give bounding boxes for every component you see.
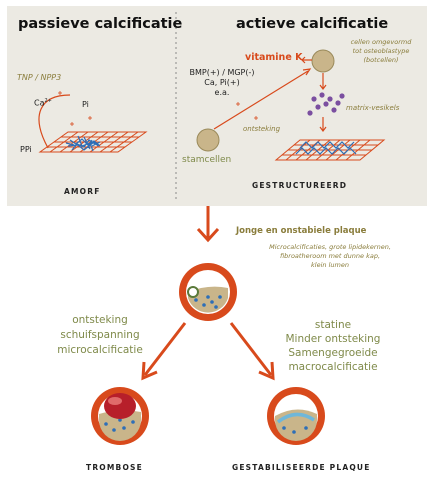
stabilised-plaque (267, 387, 325, 445)
plaque-desc-line-1: Microcalcificaties, grote lipidekernen, (269, 243, 391, 251)
vitamin-k-arrow (301, 56, 312, 64)
structured-crystals (295, 141, 357, 155)
central-arrow (196, 206, 220, 243)
plaque-description: Microcalcificaties, grote lipidekernen, … (240, 243, 420, 270)
branch-right-arrow (229, 322, 275, 381)
stem-cells-label: stamcellen (182, 155, 232, 165)
stem-cell (196, 128, 220, 152)
structured-grid (274, 139, 386, 161)
osteoblast-note-line-2: tot osteoblastype (352, 47, 410, 55)
osteoblast-note: cellen omgevormd tot osteoblastype (botc… (338, 38, 424, 65)
right-branch-factors: statine Minder ontsteking Samengegroeide… (268, 318, 398, 374)
factor-line-1: BMP(+) / MGP(-) (189, 68, 255, 77)
left-branch-factors: ontsteking schuifspanning microcalcifica… (40, 313, 160, 358)
phosphate-label: Pi (82, 100, 89, 109)
factors-block: BMP(+) / MGP(-) Ca, Pi(+) e.a. (187, 68, 257, 98)
matrix-vesicles-label: matrix-vesikels (346, 104, 400, 112)
calcium-label: Ca2+ (34, 98, 52, 108)
thrombosis-plaque (91, 387, 149, 445)
enzyme-curve (38, 94, 71, 149)
thrombosis-label: TROMBOSE (86, 463, 143, 472)
right-panel-title: actieve calcificatie (236, 16, 389, 32)
amorphous-crystals (65, 135, 101, 152)
plaque-desc-line-3: klein lumen (311, 261, 349, 269)
amorphous-grid (38, 131, 148, 153)
left-branch-line-3: microcalcificatie (57, 344, 143, 356)
inflammation-label: ontsteking (243, 125, 281, 133)
osteoblast-note-line-3: (botcellen) (363, 56, 399, 64)
plus-signs (58, 91, 92, 126)
matrix-vesicles (307, 92, 345, 116)
right-branch-line-2: Minder ontsteking (285, 333, 381, 345)
left-panel-title: passieve calcificatie (18, 16, 183, 32)
left-branch-line-2: schuifspanning (60, 329, 140, 341)
osteoblast-note-line-1: cellen omgevormd (350, 38, 412, 46)
factor-line-3: e.a. (214, 88, 230, 97)
transformation-arrow (213, 70, 309, 130)
structured-label: GESTRUCTUREERD (252, 181, 348, 190)
branch-left-arrow (141, 322, 187, 381)
right-branch-line-4: macrocalcificatie (288, 361, 378, 373)
amorphous-label: AMORF (64, 187, 101, 196)
top-panel-background (7, 6, 427, 206)
stabilised-label: GESTABILISEERDE PLAQUE (232, 463, 371, 472)
pyrophosphate-label: PPi (20, 145, 32, 154)
plaque-title: Jonge en onstabiele plaque (236, 226, 367, 236)
right-branch-line-1: statine (314, 319, 352, 331)
osteoblast-cell (311, 49, 335, 73)
left-branch-line-1: ontsteking (72, 314, 128, 326)
central-plaque (179, 263, 237, 321)
factor-line-2: Ca, Pi(+) (204, 78, 240, 87)
plaque-desc-line-2: fibroatheroom met dunne kap, (279, 252, 381, 260)
right-branch-line-3: Samengegroeide (288, 347, 378, 359)
vitamin-k-label: vitamine K (245, 52, 303, 63)
enzyme-label: TNP / NPP3 (17, 73, 62, 82)
